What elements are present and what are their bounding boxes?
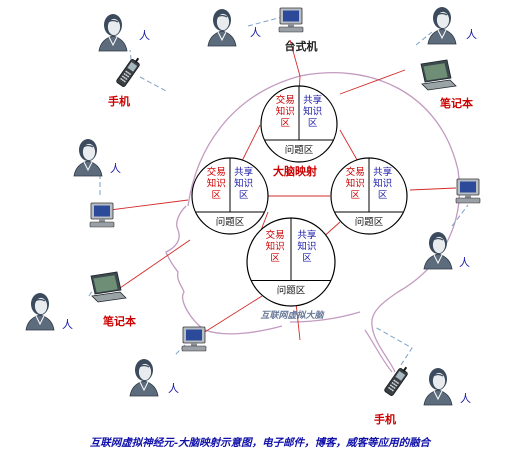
person-icon [129, 358, 159, 397]
diagram-caption: 互联网虚拟神经元-大脑映射示意图，电子邮件，博客，威客等应用的融合 [90, 436, 432, 449]
shared-knowledge-text: 区 [378, 190, 388, 201]
person-icon [73, 138, 103, 177]
trade-knowledge-text: 交易 [266, 229, 285, 241]
shared-knowledge-text: 区 [308, 118, 318, 129]
center-mapping-label: 大脑映射 [273, 164, 317, 178]
person-icon [423, 367, 453, 406]
person-icon [25, 292, 55, 331]
shared-knowledge-text: 共享 [297, 229, 316, 241]
knowledge-units: 交易知识区共享知识区问题区交易知识区共享知识区问题区交易知识区共享知识区问题区交… [191, 85, 408, 307]
phone-label-bottom: 手机 [374, 412, 396, 426]
trade-knowledge-text: 区 [212, 190, 222, 201]
issue-area-text: 问题区 [216, 216, 245, 228]
shared-knowledge-text: 区 [239, 190, 249, 201]
trade-knowledge-text: 交易 [346, 166, 365, 178]
phone-label-top: 手机 [108, 94, 130, 108]
trade-knowledge-text: 知识 [266, 240, 285, 252]
person-label: 人 [250, 26, 261, 39]
network-links [109, 39, 457, 341]
person-icon [98, 13, 128, 52]
desktop-label: 台式机 [285, 39, 318, 53]
person-icon [427, 6, 457, 45]
person-label: 人 [139, 29, 150, 42]
desktop-computer-icon [455, 178, 481, 204]
trade-knowledge-text: 知识 [276, 106, 295, 118]
person-label: 人 [466, 28, 477, 41]
trade-knowledge-text: 区 [270, 253, 280, 264]
trade-knowledge-text: 区 [281, 118, 291, 129]
mobile-phone-icon [115, 54, 143, 88]
person-label: 人 [168, 382, 179, 395]
trade-knowledge-text: 知识 [207, 178, 226, 190]
laptop-label-top: 笔记本 [440, 96, 473, 110]
person-icon [423, 231, 453, 270]
virtual-brain-label: 互联网虚拟大脑 [260, 310, 325, 321]
laptop-icon [420, 59, 457, 91]
person-icon [207, 8, 237, 47]
shared-knowledge-text: 知识 [297, 240, 316, 252]
desktop-computer-icon [181, 326, 207, 352]
shared-knowledge-text: 知识 [303, 106, 322, 118]
shared-knowledge-text: 共享 [373, 166, 392, 178]
person-label: 人 [459, 256, 470, 269]
desktop-computer-icon [89, 202, 115, 228]
desktop-computer-icon [278, 7, 304, 33]
mobile-phone-icon [383, 363, 411, 397]
shared-knowledge-text: 共享 [303, 94, 322, 106]
issue-area-text: 问题区 [355, 216, 384, 228]
issue-area-text: 问题区 [285, 144, 314, 156]
trade-knowledge-text: 交易 [276, 94, 295, 106]
trade-knowledge-text: 交易 [207, 166, 226, 178]
shared-knowledge-text: 共享 [234, 166, 253, 178]
trade-knowledge-text: 知识 [346, 178, 365, 190]
person-label: 人 [110, 162, 121, 175]
shared-knowledge-text: 知识 [373, 178, 392, 190]
person-label: 人 [62, 318, 73, 331]
shared-knowledge-text: 知识 [234, 178, 253, 190]
person-label: 人 [460, 392, 471, 405]
issue-area-text: 问题区 [277, 284, 306, 296]
laptop-label-bottom: 笔记本 [103, 314, 136, 328]
trade-knowledge-text: 区 [351, 190, 361, 201]
shared-knowledge-text: 区 [302, 253, 312, 264]
